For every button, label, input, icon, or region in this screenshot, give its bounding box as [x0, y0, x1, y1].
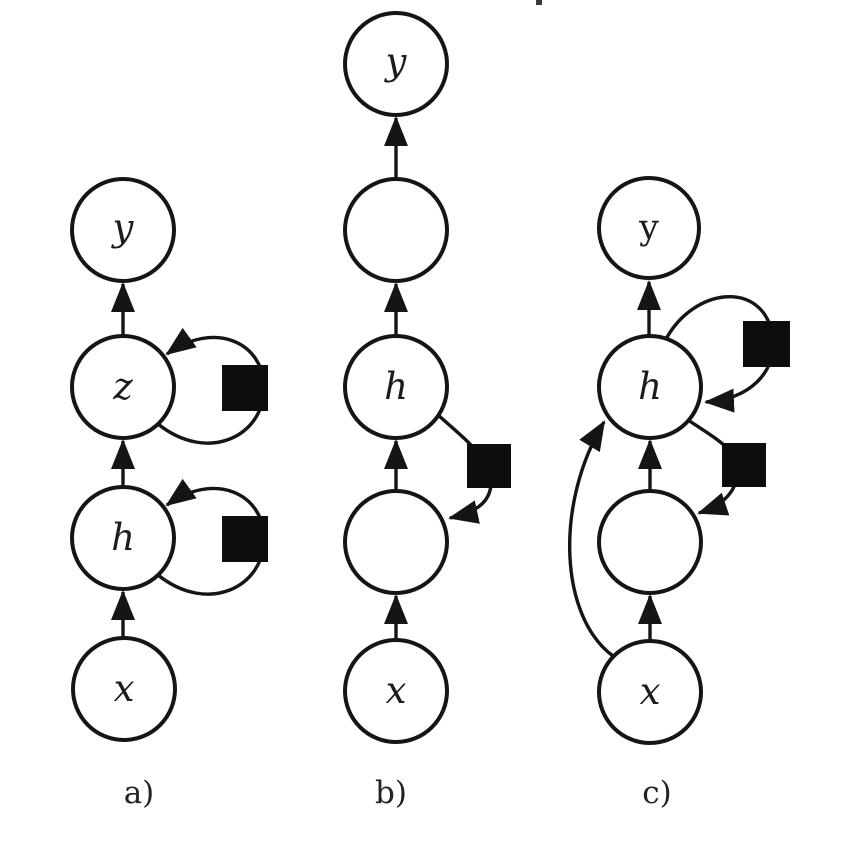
- node-circle: [597, 489, 703, 595]
- node-circle: [70, 485, 176, 591]
- panel-b-caption: b): [375, 775, 407, 811]
- node-label-h: h: [638, 365, 662, 408]
- node-circle: [597, 334, 703, 440]
- node-a-x: x: [71, 636, 177, 742]
- node-circle: [343, 638, 449, 744]
- panel-a-caption: a): [124, 775, 155, 811]
- node-circle: [70, 334, 176, 440]
- node-label-x: x: [640, 670, 661, 713]
- node-circle: [343, 489, 449, 595]
- node-label-h: h: [111, 516, 135, 559]
- panel-c: y h x c): [567, 176, 790, 811]
- node-label-y: y: [638, 208, 659, 248]
- panel-b: y h x b): [343, 11, 511, 811]
- node-b-h: h: [343, 334, 449, 440]
- node-c-h: h: [597, 334, 703, 440]
- node-label-y: y: [111, 206, 135, 249]
- cropped-text-artifact: [536, 0, 542, 5]
- node-b-x: x: [343, 638, 449, 744]
- delay-square-icon: [722, 443, 766, 487]
- node-a-h: h: [70, 485, 176, 591]
- node-b-lower-unlabeled: [343, 489, 449, 595]
- node-c-y: y: [597, 176, 701, 280]
- node-a-z: z: [70, 334, 176, 440]
- delay-square-icon: [222, 516, 268, 562]
- node-a-y: y: [70, 177, 176, 283]
- node-circle: [71, 636, 177, 742]
- node-label-x: x: [386, 669, 407, 712]
- node-circle: [343, 177, 449, 283]
- node-b-y: y: [343, 11, 449, 117]
- delay-square-icon: [467, 444, 511, 488]
- node-c-mid-unlabeled: [597, 489, 703, 595]
- panel-a: y z h x a): [70, 177, 268, 811]
- node-label-z: z: [112, 365, 133, 408]
- node-circle: [70, 177, 176, 283]
- node-circle: [597, 639, 703, 745]
- node-circle: [597, 176, 701, 280]
- delay-square-icon: [222, 365, 268, 411]
- node-label-h: h: [384, 365, 408, 408]
- node-label-y: y: [384, 40, 408, 83]
- node-circle: [343, 334, 449, 440]
- edge-c-x-to-h-curve: [567, 420, 615, 658]
- node-b-upper-unlabeled: [343, 177, 449, 283]
- node-c-x: x: [597, 639, 703, 745]
- panel-c-caption: c): [642, 775, 671, 811]
- node-label-x: x: [114, 667, 135, 710]
- node-circle: [343, 11, 449, 117]
- delay-square-icon: [743, 321, 790, 367]
